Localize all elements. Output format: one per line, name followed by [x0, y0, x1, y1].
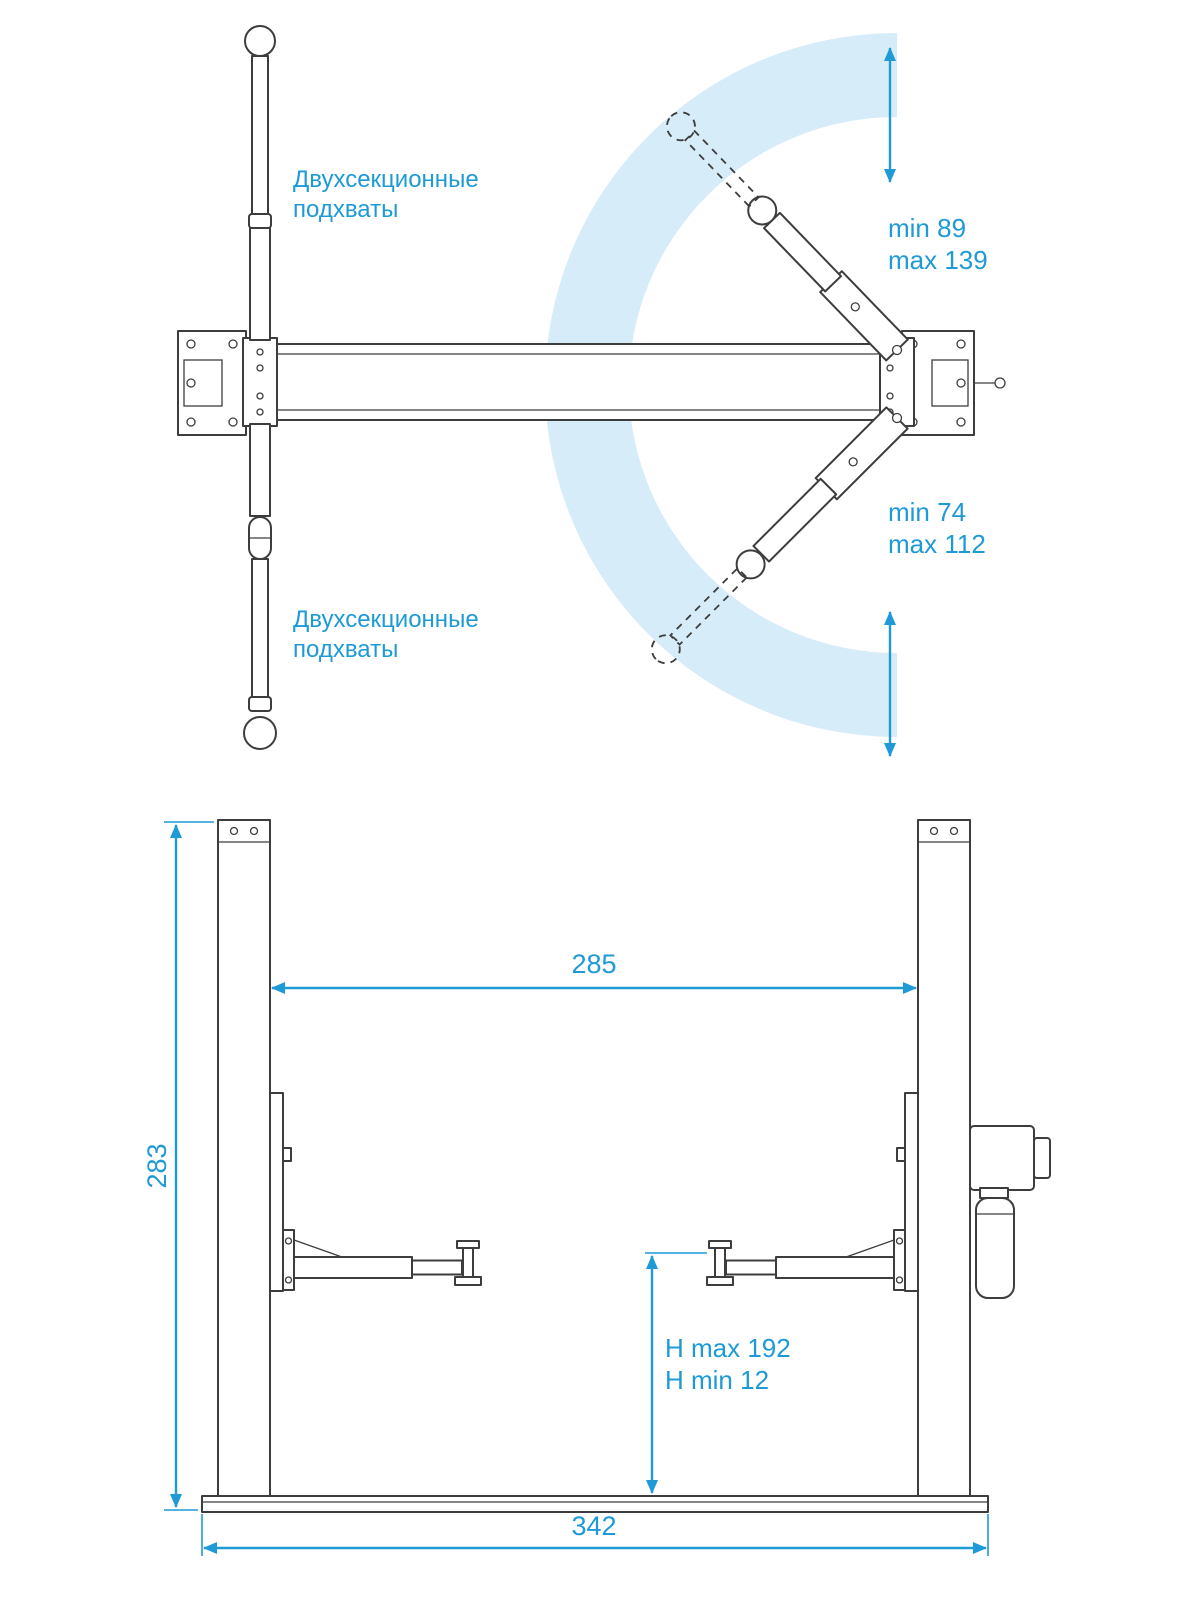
motor — [969, 1125, 1035, 1191]
left-post — [217, 819, 271, 1497]
pickup-label-line2: подхваты — [293, 636, 398, 663]
dimension-base-width: 342 — [201, 1511, 989, 1556]
top-view-diagram: min 89 max 139 min 74 max 112 Двухсекцио… — [177, 25, 1006, 757]
right-mount-plate — [901, 330, 1006, 436]
pickup-label-line1: Двухсекционные — [293, 606, 479, 633]
ball-joint — [747, 195, 778, 226]
swing-arm-lower — [650, 406, 909, 665]
pickup-pad-right — [706, 1240, 734, 1286]
dimension-overall-height: 283 — [142, 821, 214, 1511]
ball-joint — [244, 25, 276, 57]
pickup-label-line2: подхваты — [293, 196, 398, 223]
pickup-label-top: Двухсекционные подхваты — [293, 166, 479, 223]
left-mount-plate — [177, 330, 247, 436]
pickup-label-bottom: Двухсекционные подхваты — [293, 606, 479, 663]
right-carriage — [896, 1092, 919, 1292]
crossbeam — [245, 343, 903, 421]
hydraulic-tank — [975, 1197, 1015, 1299]
ball-joint — [735, 549, 766, 580]
right-post — [917, 819, 971, 1497]
extended-position-rod — [669, 566, 749, 646]
lift-arm-right — [706, 1229, 906, 1291]
lift-arm-left — [282, 1229, 482, 1291]
base-plate — [201, 1495, 989, 1513]
telescopic-arm-lower — [243, 423, 277, 750]
lower-reach-min-label: min 74 — [888, 497, 966, 527]
upper-reach-min-label: min 89 — [888, 213, 966, 243]
left-beam-carriage — [242, 337, 278, 427]
power-unit — [969, 1125, 1051, 1299]
pickup-label-line1: Двухсекционные — [293, 166, 479, 193]
lift-height-min-label: H min 12 — [665, 1365, 769, 1395]
pickup-pad-left — [454, 1240, 482, 1286]
dimension-lower-arm-reach: min 74 max 112 — [884, 497, 986, 757]
dimension-post-spacing: 285 — [271, 949, 917, 994]
front-view-diagram: 285 283 H max 192 H min 12 342 — [142, 819, 1051, 1556]
upper-arm-pivot — [891, 344, 903, 356]
overall-height-label: 283 — [142, 1143, 172, 1188]
extended-position-rod — [684, 129, 760, 208]
lift-height-max-label: H max 192 — [665, 1333, 791, 1363]
ball-joint — [243, 716, 277, 750]
left-carriage — [269, 1092, 292, 1292]
dimension-lift-height: H max 192 H min 12 — [645, 1252, 791, 1494]
swing-range-arc — [545, 33, 897, 737]
dimension-upper-arm-reach: min 89 max 139 — [884, 47, 988, 275]
lower-reach-max-label: max 112 — [888, 529, 986, 559]
lower-arm-pivot — [891, 412, 903, 424]
base-width-label: 342 — [571, 1511, 616, 1541]
upper-reach-max-label: max 139 — [888, 245, 988, 275]
telescopic-arm-upper — [244, 25, 276, 341]
post-spacing-label: 285 — [571, 949, 616, 979]
